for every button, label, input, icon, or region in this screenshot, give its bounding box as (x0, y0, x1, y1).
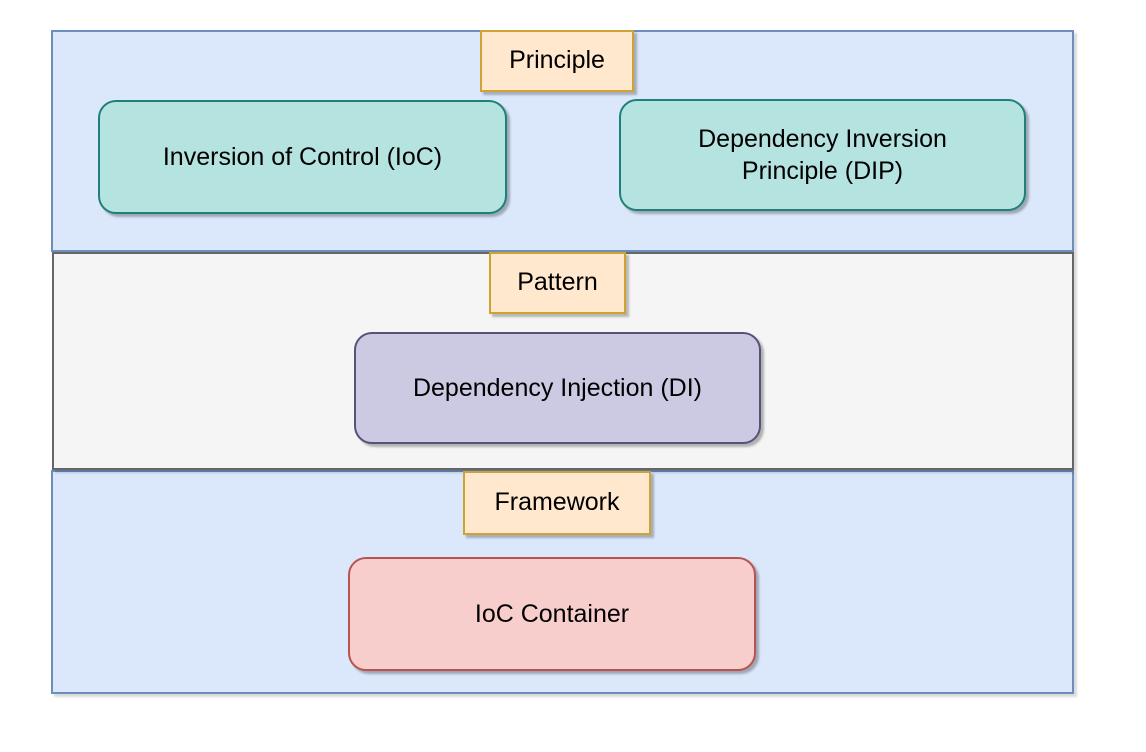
layer-label-principle: Principle (480, 30, 634, 92)
layer-label-framework: Framework (463, 471, 651, 535)
layer-label-pattern: Pattern (489, 252, 626, 314)
node-inversion-of-control: Inversion of Control (IoC) (98, 100, 507, 214)
node-dependency-injection: Dependency Injection (DI) (354, 332, 761, 444)
node-ioc-container-text: IoC Container (474, 599, 630, 628)
node-dependency-injection-text: Dependency Injection (DI) (412, 373, 703, 402)
node-dependency-inversion-principle: Dependency Inversion Principle (DIP) (619, 99, 1026, 211)
node-inversion-of-control-text: Inversion of Control (IoC) (162, 142, 443, 171)
node-ioc-container: IoC Container (348, 557, 756, 671)
layer-label-principle-text: Principle (509, 46, 605, 75)
node-dependency-inversion-principle-text: Dependency Inversion Principle (DIP) (698, 124, 947, 186)
layer-label-pattern-text: Pattern (517, 268, 598, 297)
layer-label-framework-text: Framework (494, 488, 620, 517)
